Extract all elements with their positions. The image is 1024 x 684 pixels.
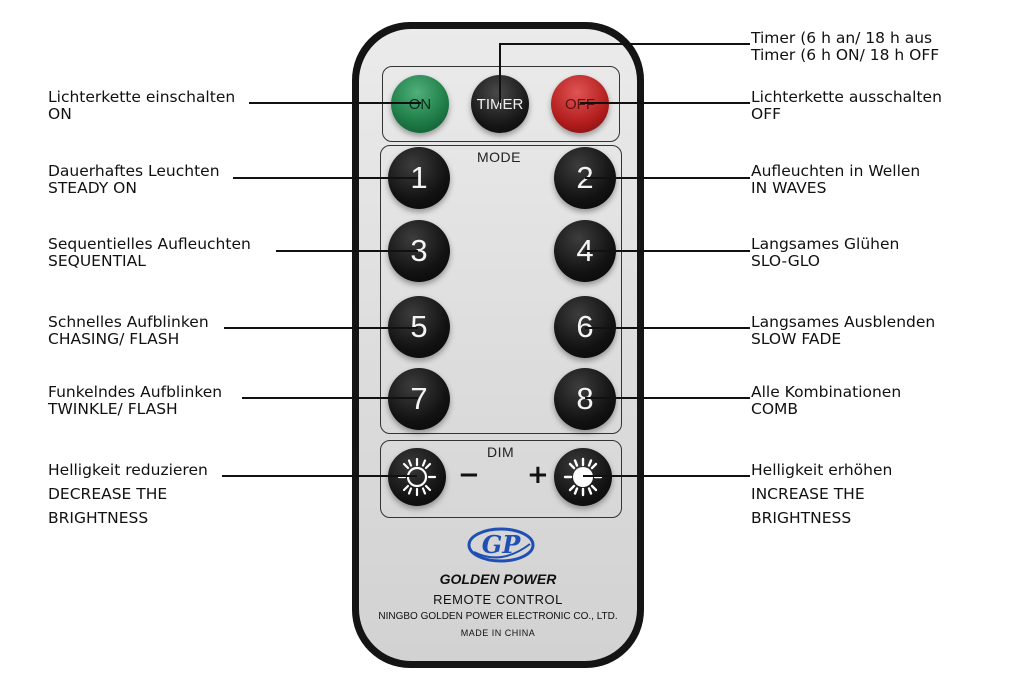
product-name: REMOTE CONTROL (433, 592, 563, 607)
callout-mode6-en: SLOW FADE (751, 330, 842, 348)
callout-on-de: Lichterkette einschalten (48, 88, 236, 106)
callout-mode4-en: SLO-GLO (751, 252, 821, 270)
dim-increase-button[interactable] (554, 448, 612, 506)
callout-dim-plus-en2: BRIGHTNESS (751, 509, 852, 527)
callout-mode8-en: COMB (751, 400, 799, 418)
callout-mode6: Langsames Ausblenden SLOW FADE (751, 314, 935, 348)
callout-mode5-de: Schnelles Aufblinken (48, 313, 209, 331)
mode-7-button[interactable]: 7 (388, 368, 450, 430)
callout-dim-minus-en1: DECREASE THE (48, 485, 168, 503)
off-button-label: OFF (565, 95, 595, 113)
callout-mode6-de: Langsames Ausblenden (751, 313, 936, 331)
callout-mode8: Alle Kombinationen COMB (751, 384, 901, 418)
sun-outline-icon (397, 457, 437, 497)
callout-mode2-en: IN WAVES (751, 179, 827, 197)
callout-mode2-de: Aufleuchten in Wellen (751, 162, 921, 180)
mode-3-button[interactable]: 3 (388, 220, 450, 282)
mode-4-label: 4 (576, 233, 594, 268)
mode-5-button[interactable]: 5 (388, 296, 450, 358)
callout-mode1-de: Dauerhaftes Leuchten (48, 162, 220, 180)
dim-label: DIM (487, 444, 515, 460)
callout-off: Lichterkette ausschalten OFF (751, 89, 942, 123)
callout-mode7: Funkelndes Aufblinken TWINKLE/ FLASH (48, 384, 222, 418)
callout-mode2: Aufleuchten in Wellen IN WAVES (751, 163, 920, 197)
dim-panel (380, 440, 622, 518)
callout-mode1-en: STEADY ON (48, 179, 137, 197)
plus-sign: + (527, 460, 549, 490)
minus-sign: − (458, 460, 480, 490)
callout-timer-en: Timer (6 h ON/ 18 h OFF (751, 46, 940, 64)
on-button[interactable]: ON (391, 75, 449, 133)
callout-mode1: Dauerhaftes Leuchten STEADY ON (48, 163, 220, 197)
mode-5-label: 5 (410, 309, 428, 344)
mode-label: MODE (477, 149, 521, 165)
callout-mode3: Sequentielles Aufleuchten SEQUENTIAL (48, 236, 251, 270)
mode-2-label: 2 (576, 160, 594, 195)
mode-7-label: 7 (410, 381, 428, 416)
callout-dim-plus: Helligkeit erhöhen INCREASE THE BRIGHTNE… (751, 458, 892, 530)
callout-mode4: Langsames Glühen SLO-GLO (751, 236, 899, 270)
callout-mode7-en: TWINKLE/ FLASH (48, 400, 178, 418)
mode-panel (380, 145, 622, 434)
callout-on: Lichterkette einschalten ON (48, 89, 235, 123)
callout-dim-minus: Helligkeit reduzieren DECREASE THE BRIGH… (48, 458, 208, 530)
gp-logo: GP (467, 527, 535, 563)
callout-mode5-en: CHASING/ FLASH (48, 330, 180, 348)
mode-3-label: 3 (410, 233, 428, 268)
mode-8-button[interactable]: 8 (554, 368, 616, 430)
gp-logo-text: GP (482, 530, 521, 559)
callout-mode3-de: Sequentielles Aufleuchten (48, 235, 251, 253)
callout-mode5: Schnelles Aufblinken CHASING/ FLASH (48, 314, 209, 348)
callout-timer-de: Timer (6 h an/ 18 h aus (751, 29, 933, 47)
callout-dim-plus-de: Helligkeit erhöhen (751, 461, 893, 479)
callout-dim-minus-de: Helligkeit reduzieren (48, 461, 208, 479)
off-button[interactable]: OFF (551, 75, 609, 133)
mode-6-button[interactable]: 6 (554, 296, 616, 358)
manufacturer-name: NINGBO GOLDEN POWER ELECTRONIC CO., LTD. (378, 611, 618, 622)
brand-name: GOLDEN POWER (439, 571, 557, 587)
callout-mode4-de: Langsames Glühen (751, 235, 900, 253)
mode-6-label: 6 (576, 309, 594, 344)
mode-8-label: 8 (576, 381, 594, 416)
mode-4-button[interactable]: 4 (554, 220, 616, 282)
dim-decrease-button[interactable] (388, 448, 446, 506)
callout-timer: Timer (6 h an/ 18 h aus Timer (6 h ON/ 1… (751, 30, 939, 64)
timer-button[interactable]: TIMER (471, 75, 529, 133)
callout-dim-minus-en2: BRIGHTNESS (48, 509, 149, 527)
callout-off-en: OFF (751, 105, 782, 123)
sun-filled-icon (563, 457, 603, 497)
callout-mode8-de: Alle Kombinationen (751, 383, 902, 401)
origin-text: MADE IN CHINA (460, 628, 536, 638)
callout-off-de: Lichterkette ausschalten (751, 88, 942, 106)
mode-1-button[interactable]: 1 (388, 147, 450, 209)
callout-dim-plus-en1: INCREASE THE (751, 485, 865, 503)
callout-on-en: ON (48, 105, 72, 123)
mode-1-label: 1 (410, 160, 428, 195)
timer-button-label: TIMER (476, 95, 524, 113)
callout-mode3-en: SEQUENTIAL (48, 252, 146, 270)
mode-2-button[interactable]: 2 (554, 147, 616, 209)
on-button-label: ON (408, 95, 432, 113)
callout-mode7-de: Funkelndes Aufblinken (48, 383, 223, 401)
